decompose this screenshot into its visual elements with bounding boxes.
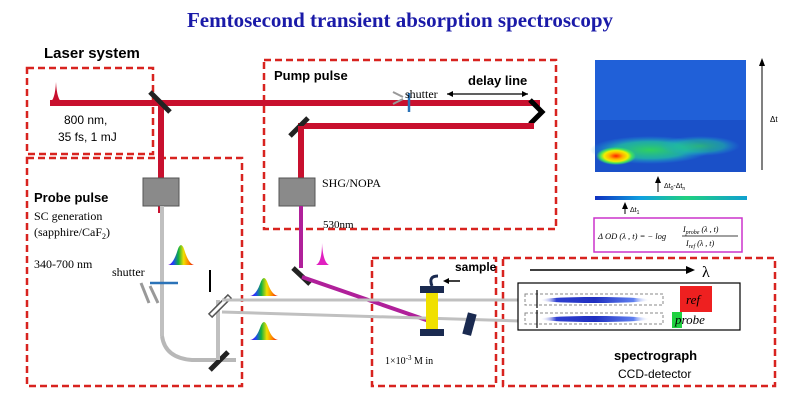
sample-concentration-label: 1×10-3 M in xyxy=(385,354,433,367)
probe-pulse-heading: Probe pulse xyxy=(34,190,108,205)
sample-flow-cell xyxy=(420,274,444,336)
sample-inflow-arrow-head xyxy=(443,278,449,284)
ref-label: ref xyxy=(686,292,702,307)
spectrograph-frame xyxy=(501,256,777,388)
pump-shutter[interactable] xyxy=(392,91,411,112)
laser-system-heading: Laser system xyxy=(44,45,140,62)
formula-denominator: Iref (λ , t) xyxy=(685,239,714,250)
sc-generation-label: SC generation xyxy=(34,209,102,223)
laser-system-frame xyxy=(25,66,155,156)
transient-absorption-map xyxy=(590,60,746,172)
pump-shutter-label: shutter xyxy=(405,87,438,101)
laser-spec-line2: 35 fs, 1 mJ xyxy=(58,130,117,144)
probe-dispersed-spectrum xyxy=(540,316,650,322)
sample-cell-body xyxy=(426,293,438,329)
delay-arrow-left-head xyxy=(447,91,453,97)
sample-cell-tubing xyxy=(429,274,439,287)
map-background-upper xyxy=(595,60,746,120)
main-laser-beam xyxy=(50,100,540,106)
laser-spec-line1: 800 nm, xyxy=(64,113,107,127)
single-delay-spectrum-bar xyxy=(595,196,747,200)
white-light-beam-down xyxy=(160,206,164,336)
formula-box xyxy=(593,217,743,253)
pump-pulse-icon xyxy=(316,243,329,265)
shg-nopa-box xyxy=(278,177,316,207)
pump-beam-down xyxy=(298,126,304,178)
ref-detector xyxy=(680,286,712,312)
sample-cell-bottom-cap xyxy=(420,329,444,336)
pump-beam-dump xyxy=(462,312,477,336)
delta-t-axis-head xyxy=(759,58,765,66)
pump-return-beam xyxy=(298,123,534,129)
probe-fold-mirror xyxy=(208,350,230,372)
delta-t-axis-label: Δt xyxy=(770,115,778,124)
t0-label: Δt0-Δtn xyxy=(664,183,685,192)
probe-pulse-frame xyxy=(25,156,244,388)
sc-generation-crystal xyxy=(142,177,180,207)
probe-spectrum-icon-3 xyxy=(250,322,278,340)
sample-cell-top-cap xyxy=(420,286,444,293)
sample-frame xyxy=(370,256,498,388)
formula-lhs: Δ OD (λ , t) = − log xyxy=(597,231,666,241)
probe-shutter-label: shutter xyxy=(112,265,145,279)
sc-material-label: (sapphire/CaF2) xyxy=(34,225,110,241)
probe-shutter[interactable] xyxy=(139,281,178,304)
lambda-arrow-head xyxy=(686,266,695,274)
sample-label: sample xyxy=(455,260,497,274)
formula-numerator: Iprobe (λ , t) xyxy=(682,225,719,236)
probe-spectrum-icon-1 xyxy=(168,245,194,265)
lambda-symbol: λ xyxy=(702,264,710,281)
beam-splitter-mirror xyxy=(148,90,172,114)
map-hotspot xyxy=(596,147,636,165)
t1-arrow-head xyxy=(622,202,628,209)
probe-detector-label: probe xyxy=(674,312,705,327)
retroreflector xyxy=(528,98,546,126)
t0-arrow-head xyxy=(655,176,661,183)
pump-steering-mirror xyxy=(291,266,312,286)
diagram-title: Femtosecond transient absorption spectro… xyxy=(187,8,614,32)
probe-range-label: 340-700 nm xyxy=(34,257,93,271)
probe-shutter-blades xyxy=(139,282,160,304)
probe-spectrum-icon-2 xyxy=(250,278,278,296)
pump-shutter-blades xyxy=(392,91,404,105)
ref-dispersed-spectrum xyxy=(540,297,650,303)
focusing-mirror xyxy=(160,335,236,362)
shg-nopa-label: SHG/NOPA xyxy=(322,176,381,190)
t1-label: Δt1 xyxy=(630,207,640,216)
pump-pulse-frame xyxy=(262,58,558,231)
probe-beam-down xyxy=(158,103,164,213)
delay-arrow-right-head xyxy=(522,91,528,97)
probe-detector-green xyxy=(672,312,682,328)
laser-pulse-icon xyxy=(50,82,62,102)
pump-green-beam xyxy=(299,206,303,268)
spectrograph-heading: spectrograph xyxy=(614,348,697,363)
map-green-tail xyxy=(660,136,740,156)
delay-line-label: delay line xyxy=(468,73,527,88)
ccd-detector-label: CCD-detector xyxy=(618,367,691,381)
pump-wavelength-label: 530nm xyxy=(323,219,354,231)
pump-pulse-heading: Pump pulse xyxy=(274,68,348,83)
